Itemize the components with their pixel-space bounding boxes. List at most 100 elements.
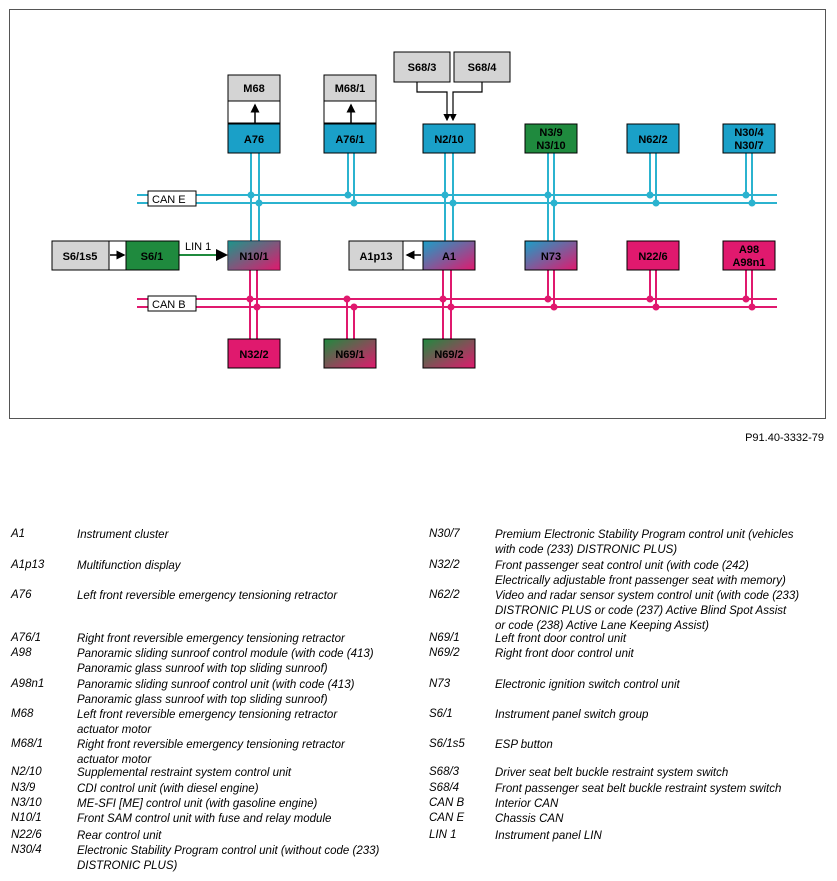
- legend-entry: A1p13 Multifunction display: [11, 559, 411, 574]
- n22-6-label: N22/6: [638, 251, 667, 263]
- legend-key: S6/1s5: [429, 738, 465, 750]
- diagram-frame: LIN 1 CAN E CAN B M68 M68/1 S68/3 S68/4 …: [9, 9, 826, 419]
- figure-code: P91.40-3332-79: [745, 432, 824, 444]
- box-n62-2: [626, 123, 680, 154]
- box-n30-4: [722, 123, 776, 154]
- legend-key: N3/9: [11, 782, 36, 794]
- legend-key: A76: [11, 589, 32, 601]
- legend-description-line: Electrically adjustable front passenger …: [495, 575, 786, 587]
- legend-description: Front passenger seat control unit (with …: [495, 559, 829, 589]
- n69-2-label: N69/2: [434, 349, 463, 361]
- legend-description-line: Premium Electronic Stability Program con…: [495, 529, 794, 541]
- legend-description-line: Left front reversible emergency tensioni…: [77, 590, 338, 602]
- legend-description-line: actuator motor: [77, 724, 152, 736]
- n30-4-label: N30/4: [734, 127, 764, 139]
- box-a1p13: [348, 240, 404, 271]
- box-s6-1: [125, 240, 180, 271]
- legend-description-line: Electronic Stability Program control uni…: [77, 845, 380, 857]
- n62-2-label: N62/2: [638, 134, 667, 146]
- legend-description-line: Instrument panel LIN: [495, 830, 602, 842]
- legend-key: A98n1: [11, 678, 45, 690]
- network-diagram: LIN 1 CAN E CAN B M68 M68/1 S68/3 S68/4 …: [51, 51, 777, 369]
- a1-label: A1: [442, 251, 456, 263]
- legend-entry: N69/2 Right front door control unit: [429, 647, 829, 662]
- legend-description-line: Right front door control unit: [495, 648, 634, 660]
- a1p13-label: A1p13: [359, 251, 392, 263]
- legend-key: M68/1: [11, 738, 43, 750]
- s68-4-label: S68/4: [468, 62, 498, 74]
- box-n2-10: [422, 123, 476, 154]
- legend-key: A76/1: [11, 632, 42, 644]
- legend-description-line: ME-SFI [ME] control unit (with gasoline …: [77, 798, 318, 810]
- legend-description-line: Front passenger seat belt buckle restrai…: [495, 783, 782, 795]
- can-b-connections: [246, 270, 756, 339]
- legend-entry: M68/1 Right front reversible emergency te…: [11, 738, 411, 768]
- legend-key: CAN E: [429, 812, 465, 824]
- legend-entry: N30/7 Premium Electronic Stability Progra…: [429, 528, 829, 558]
- legend-description-line: Rear control unit: [77, 830, 162, 842]
- legend-description: Left front reversible emergency tensioni…: [77, 708, 411, 738]
- can-e-connections: [247, 153, 756, 241]
- legend-entry: A1 Instrument cluster: [11, 528, 411, 543]
- legend-key: A98: [11, 647, 32, 659]
- legend-description-line: Multifunction display: [77, 560, 181, 572]
- legend-key: N22/6: [11, 829, 42, 841]
- legend-description-line: Panoramic glass sunroof with top sliding…: [77, 663, 328, 675]
- legend-description: Panoramic sliding sunroof control module…: [77, 647, 411, 677]
- legend-description: Chassis CAN: [495, 812, 829, 827]
- legend-description: Right front reversible emergency tension…: [77, 632, 411, 647]
- legend-entry: LIN 1 Instrument panel LIN: [429, 829, 829, 844]
- legend-description: Front SAM control unit with fuse and rel…: [77, 812, 411, 827]
- n32-2-label: N32/2: [239, 349, 268, 361]
- legend-description: Video and radar sensor system control un…: [495, 589, 829, 634]
- legend-entry: S68/3 Driver seat belt buckle restraint s…: [429, 766, 829, 781]
- legend-key: S68/4: [429, 782, 460, 794]
- legend-description: Instrument cluster: [77, 528, 411, 543]
- legend-description: Front passenger seat belt buckle restrai…: [495, 782, 829, 797]
- legend-description: Right front door control unit: [495, 647, 829, 662]
- box-a1: [422, 240, 476, 271]
- box-n69-2: [422, 338, 476, 369]
- legend-key: S68/3: [429, 766, 460, 778]
- legend-key: N3/10: [11, 797, 42, 809]
- n10-1-label: N10/1: [239, 251, 268, 263]
- legend-entry: N22/6 Rear control unit: [11, 829, 411, 844]
- legend-description: Right front reversible emergency tension…: [77, 738, 411, 768]
- legend-description-line: Video and radar sensor system control un…: [495, 590, 800, 602]
- legend-key: N69/2: [429, 647, 460, 659]
- legend-key: N10/1: [11, 812, 42, 824]
- legend-description-line: Panoramic sliding sunroof control module…: [77, 648, 374, 660]
- m68-label: M68: [243, 83, 264, 95]
- legend-key: LIN 1: [429, 829, 457, 841]
- a98-label: A98: [739, 244, 759, 256]
- legend-description-line: DISTRONIC PLUS or code (237) Active Blin…: [495, 605, 787, 617]
- legend-entry: S68/4 Front passenger seat belt buckle re…: [429, 782, 829, 797]
- n2-10-label: N2/10: [434, 134, 463, 146]
- legend-key: N30/7: [429, 528, 460, 540]
- legend-key: N69/1: [429, 632, 460, 644]
- n3-9-label: N3/9: [539, 127, 562, 139]
- legend-key: A1p13: [11, 559, 45, 571]
- box-a76: [227, 123, 281, 154]
- legend-description-line: Front SAM control unit with fuse and rel…: [77, 813, 332, 825]
- box-s68-3: [393, 51, 451, 83]
- s6-1-label: S6/1: [141, 251, 164, 263]
- legend-entry: N32/2 Front passenger seat control unit (…: [429, 559, 829, 589]
- legend-description: Interior CAN: [495, 797, 829, 812]
- legend-key: A1: [11, 528, 26, 540]
- legend-entry: A76/1 Right front reversible emergency te…: [11, 632, 411, 647]
- legend-key: N32/2: [429, 559, 460, 571]
- box-n22-6: [626, 240, 680, 271]
- legend-description: Driver seat belt buckle restraint system…: [495, 766, 829, 781]
- legend-description: Premium Electronic Stability Program con…: [495, 528, 829, 558]
- a76-label: A76: [244, 134, 264, 146]
- legend-description-line: actuator motor: [77, 754, 152, 766]
- m68-1-label: M68/1: [335, 83, 366, 95]
- legend-description-line: Front passenger seat control unit (with …: [495, 560, 749, 572]
- can-e-bus: [137, 194, 777, 204]
- s6-1s5-label: S6/1s5: [63, 251, 98, 263]
